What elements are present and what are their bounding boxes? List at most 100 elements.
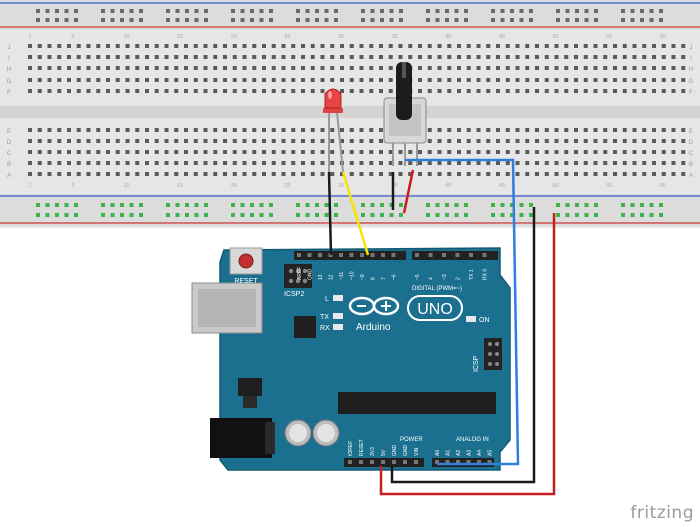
breadboard-hole: [76, 172, 81, 176]
rail-hole: [324, 213, 329, 217]
breadboard-hole: [418, 161, 422, 165]
breadboard-hole: [388, 89, 393, 93]
breadboard-hole: [135, 55, 140, 59]
breadboard-hole: [57, 89, 62, 93]
column-number: 1: [28, 183, 31, 189]
breadboard-hole: [164, 66, 169, 70]
breadboard-hole: [115, 78, 120, 82]
breadboard-hole: [466, 55, 471, 59]
breadboard-hole: [310, 89, 315, 93]
breadboard-hole: [67, 150, 71, 154]
rail-hole: [584, 213, 589, 217]
rail-hole: [250, 9, 254, 13]
breadboard-hole: [301, 55, 305, 59]
rail-hole: [175, 213, 180, 217]
breadboard-hole: [652, 150, 656, 154]
breadboard-hole: [340, 78, 344, 82]
digital-pin: [469, 253, 473, 257]
breadboard-hole: [281, 78, 286, 82]
breadboard-hole: [496, 55, 500, 59]
breadboard-hole: [47, 66, 52, 70]
breadboard-hole: [359, 150, 364, 154]
breadboard-hole: [106, 150, 110, 154]
row-letter: D: [689, 140, 694, 146]
rail-hole: [649, 9, 654, 13]
rail-hole: [454, 203, 459, 207]
breadboard-hole: [564, 128, 569, 132]
breadboard-hole: [193, 128, 198, 132]
rail-hole: [491, 9, 495, 13]
breadboard-hole: [174, 139, 179, 143]
rail-hole: [370, 9, 375, 13]
breadboard-hole: [583, 78, 588, 82]
breadboard-hole: [291, 139, 296, 143]
rail-hole: [204, 213, 208, 217]
breadboard-hole: [154, 66, 159, 70]
rail-hole: [500, 18, 505, 22]
breadboard-hole: [593, 78, 598, 82]
breadboard-hole: [37, 78, 42, 82]
rail-hole: [110, 203, 115, 207]
breadboard-hole: [340, 172, 344, 176]
breadboard-hole: [330, 139, 335, 143]
breadboard-hole: [398, 44, 403, 48]
breadboard-hole: [554, 55, 559, 59]
breadboard-hole: [37, 128, 42, 132]
top-power-rail: [0, 0, 700, 30]
breadboard-hole: [652, 128, 656, 132]
row-letter: F: [7, 90, 11, 96]
breadboard-hole: [76, 66, 81, 70]
breadboard-hole: [252, 139, 257, 143]
breadboard-hole: [379, 161, 383, 165]
breadboard-hole: [554, 150, 559, 154]
breadboard-hole: [427, 89, 432, 93]
led-tx-label: TX: [320, 314, 329, 321]
rail-hole: [370, 203, 375, 207]
breadboard-hole: [379, 78, 383, 82]
breadboard-hole: [437, 139, 442, 143]
power-pin: [359, 460, 363, 464]
led-l: [333, 295, 343, 301]
breadboard-hole: [535, 44, 539, 48]
rail-hole: [101, 18, 105, 22]
led-rx-label: RX: [320, 325, 330, 332]
breadboard-hole: [271, 139, 276, 143]
rail-hole: [55, 213, 59, 217]
rail-hole: [399, 18, 403, 22]
rail-hole: [380, 213, 384, 217]
breadboard-hole: [301, 150, 305, 154]
rail-hole: [426, 203, 430, 207]
rail-hole: [630, 213, 635, 217]
analog-pin: [445, 460, 450, 464]
power-pin: [370, 460, 374, 464]
breadboard-hole: [174, 44, 179, 48]
rail-hole: [556, 9, 560, 13]
breadboard-hole: [310, 78, 315, 82]
breadboard-hole: [544, 78, 549, 82]
breadboard-hole: [291, 55, 296, 59]
rail-hole: [659, 203, 663, 207]
breadboard-hole: [388, 44, 393, 48]
wire-pot-a0-blue: [405, 158, 520, 466]
arduino-logo: [348, 296, 400, 316]
rail-hole: [185, 213, 189, 217]
breadboard-hole: [505, 128, 510, 132]
breadboard-hole: [661, 150, 666, 154]
rail-hole: [445, 203, 449, 207]
breadboard-hole: [193, 78, 198, 82]
rail-hole: [380, 18, 384, 22]
power-pin-label: 3V3: [370, 447, 376, 456]
breadboard-hole: [515, 78, 520, 82]
column-number: 10: [123, 34, 129, 40]
rail-hole: [510, 203, 514, 207]
breadboard-hole: [427, 139, 432, 143]
breadboard-hole: [457, 55, 461, 59]
breadboard-hole: [291, 89, 296, 93]
rail-hole: [435, 9, 440, 13]
digital-pin-label: 2: [456, 277, 462, 280]
breadboard-hole: [76, 44, 81, 48]
led-tx: [333, 313, 343, 319]
breadboard-hole: [67, 66, 71, 70]
rail-hole: [445, 18, 449, 22]
breadboard-hole: [496, 78, 500, 82]
